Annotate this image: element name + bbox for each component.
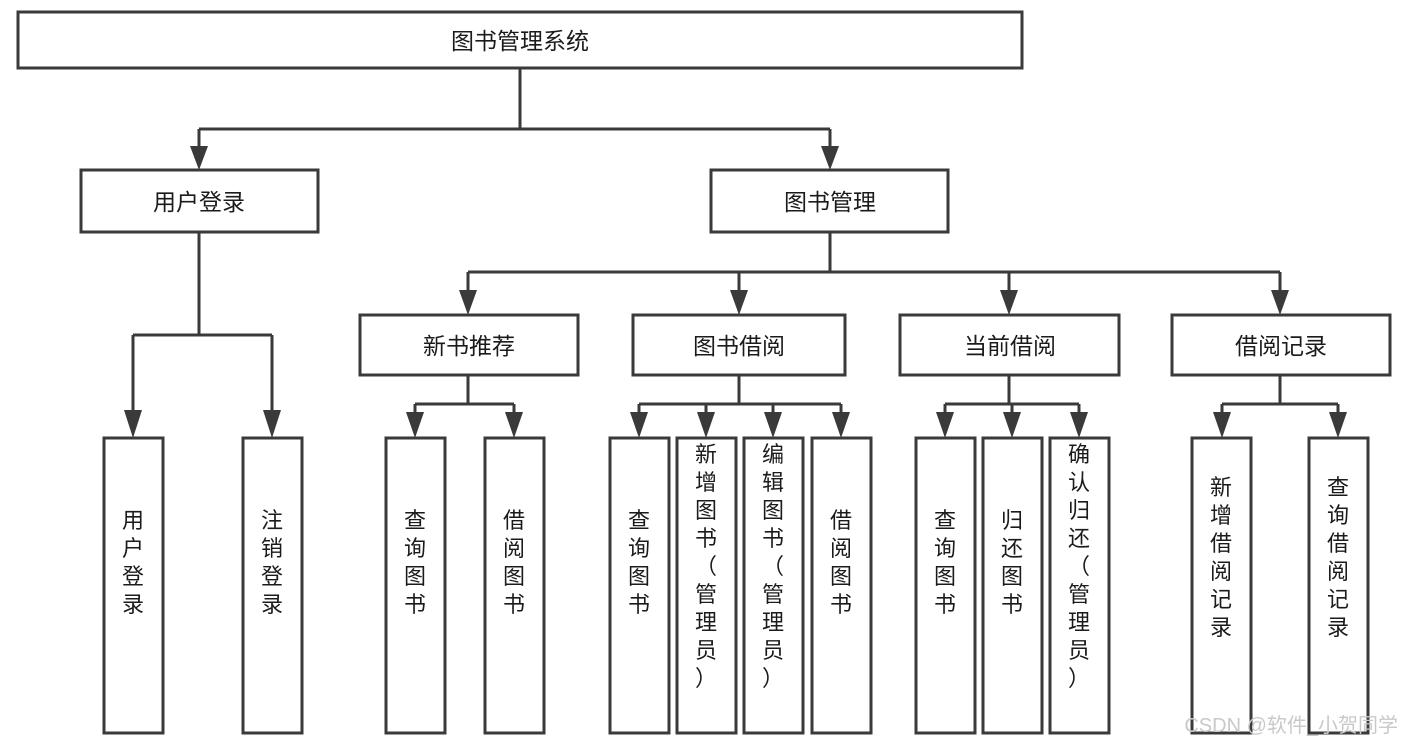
- arrowhead-borrow-record: [1271, 290, 1289, 315]
- arrowhead-leaf-edit-book-admin: [764, 412, 782, 438]
- node-book-borrow-label: 图书借阅: [693, 333, 785, 359]
- node-borrow-record-label: 借阅记录: [1235, 333, 1327, 359]
- arrowhead-leaf-confirm-return-admin: [1070, 412, 1088, 438]
- arrowhead-current-borrow: [1000, 290, 1018, 315]
- arrowhead-leaf-query-book-3: [936, 412, 954, 438]
- node-user-login-box[interactable]: [79, 168, 320, 234]
- leaf-node-user-login[interactable]: 用户登录: [102, 436, 165, 735]
- node-root-box[interactable]: [16, 10, 1024, 70]
- arrowhead-leaf-return-book: [1003, 412, 1021, 438]
- watermark-label: CSDN @软件_小贺同学: [1184, 714, 1398, 737]
- node-book-manage-label: 图书管理: [784, 189, 876, 215]
- node-current-borrow[interactable]: 当前借阅: [898, 313, 1121, 377]
- arrowhead-leaf-logout: [263, 410, 281, 438]
- connector-group-borrow-record: [1213, 375, 1347, 438]
- connector-group-book-manage: [459, 232, 1289, 315]
- leaf-query-borrow-record-label: 查询借阅记录: [1327, 475, 1349, 640]
- leaf-node-add-book-admin[interactable]: 新增图书（管理员）: [675, 436, 738, 735]
- connector-group-root: [190, 68, 839, 170]
- leaf-node-query-book-3[interactable]: 查询图书: [914, 436, 977, 735]
- leaf-borrow-book-1-box[interactable]: [483, 436, 546, 735]
- leaf-node-return-book[interactable]: 归还图书: [981, 436, 1044, 735]
- leaf-edit-book-admin-label: 编辑图书（管理员）: [762, 442, 784, 691]
- leaf-query-book-3-box[interactable]: [914, 436, 977, 735]
- leaf-node-edit-book-admin[interactable]: 编辑图书（管理员）: [742, 436, 805, 735]
- leaf-confirm-return-admin-box[interactable]: [1048, 436, 1111, 735]
- leaf-confirm-return-admin-label: 确认归还（管理员）: [1068, 442, 1090, 691]
- connector-group-new-book-recommend: [406, 375, 523, 438]
- leaf-user-login-box[interactable]: [102, 436, 165, 735]
- leaf-edit-book-admin-box[interactable]: [742, 436, 805, 735]
- node-book-borrow[interactable]: 图书借阅: [631, 313, 847, 377]
- leaf-add-book-admin-box[interactable]: [675, 436, 738, 735]
- arrowhead-leaf-query-book-1: [406, 412, 424, 438]
- leaf-return-book-box[interactable]: [981, 436, 1044, 735]
- arrowhead-leaf-user-login: [124, 410, 142, 438]
- node-new-book-recommend[interactable]: 新书推荐: [358, 313, 580, 377]
- node-user-login-label: 用户登录: [153, 189, 245, 215]
- arrowhead-book-borrow: [730, 290, 748, 315]
- connector-group-current-borrow: [936, 375, 1088, 438]
- node-borrow-record[interactable]: 借阅记录: [1170, 313, 1392, 377]
- leaf-user-login-label: 用户登录: [122, 508, 144, 617]
- connector-group-book-borrow: [630, 375, 850, 438]
- leaf-add-borrow-record-box[interactable]: [1190, 436, 1253, 735]
- leaf-node-logout-login[interactable]: 注销登录: [241, 436, 304, 735]
- node-root[interactable]: 图书管理系统: [16, 10, 1024, 70]
- arrowhead-leaf-borrow-book-1: [505, 412, 523, 438]
- node-current-borrow-label: 当前借阅: [964, 333, 1056, 359]
- leaf-query-book-2-box[interactable]: [608, 436, 671, 735]
- arrowhead-leaf-query-borrow-record: [1329, 412, 1347, 438]
- node-new-book-recommend-label: 新书推荐: [423, 333, 515, 359]
- leaf-borrow-book-2-box[interactable]: [810, 436, 873, 735]
- leaf-query-book-3-label: 查询图书: [934, 508, 956, 617]
- leaf-node-confirm-return-admin[interactable]: 确认归还（管理员）: [1048, 436, 1111, 735]
- node-current-borrow-box[interactable]: [898, 313, 1121, 377]
- leaf-borrow-book-1-label: 借阅图书: [503, 508, 525, 617]
- arrowhead-user-login: [190, 146, 208, 170]
- arrowhead-new-book-recommend: [459, 290, 477, 315]
- node-book-manage-box[interactable]: [709, 168, 950, 234]
- leaf-node-query-borrow-record[interactable]: 查询借阅记录: [1307, 436, 1370, 735]
- leaf-return-book-label: 归还图书: [1001, 508, 1023, 617]
- arrowhead-book-manage: [821, 146, 839, 170]
- leaf-logout-login-label: 注销登录: [261, 508, 283, 617]
- leaf-query-book-1-box[interactable]: [384, 436, 447, 735]
- node-book-manage[interactable]: 图书管理: [709, 168, 950, 234]
- arrowhead-leaf-add-book-admin: [697, 412, 715, 438]
- leaf-add-book-admin-label: 新增图书（管理员）: [695, 442, 717, 691]
- node-borrow-record-box[interactable]: [1170, 313, 1392, 377]
- leaf-node-borrow-book-2[interactable]: 借阅图书: [810, 436, 873, 735]
- leaf-query-book-2-label: 查询图书: [628, 508, 650, 617]
- leaf-query-book-1-label: 查询图书: [404, 508, 426, 617]
- node-new-book-recommend-box[interactable]: [358, 313, 580, 377]
- leaf-node-query-book-1[interactable]: 查询图书: [384, 436, 447, 735]
- leaf-add-borrow-record-label: 新增借阅记录: [1210, 475, 1232, 640]
- leaf-logout-login-box[interactable]: [241, 436, 304, 735]
- leaf-borrow-book-2-label: 借阅图书: [830, 508, 852, 617]
- leaf-node-add-borrow-record[interactable]: 新增借阅记录: [1190, 436, 1253, 735]
- node-book-borrow-box[interactable]: [631, 313, 847, 377]
- leaf-node-borrow-book-1[interactable]: 借阅图书: [483, 436, 546, 735]
- leaf-query-borrow-record-box[interactable]: [1307, 436, 1370, 735]
- arrowhead-leaf-query-book-2: [630, 412, 648, 438]
- arrowhead-leaf-add-borrow-record: [1213, 412, 1231, 438]
- arrowhead-leaf-borrow-book-2: [832, 412, 850, 438]
- connector-group-user-login: [124, 232, 281, 438]
- node-root-label: 图书管理系统: [451, 28, 589, 54]
- node-user-login[interactable]: 用户登录: [79, 168, 320, 234]
- leaf-node-query-book-2[interactable]: 查询图书: [608, 436, 671, 735]
